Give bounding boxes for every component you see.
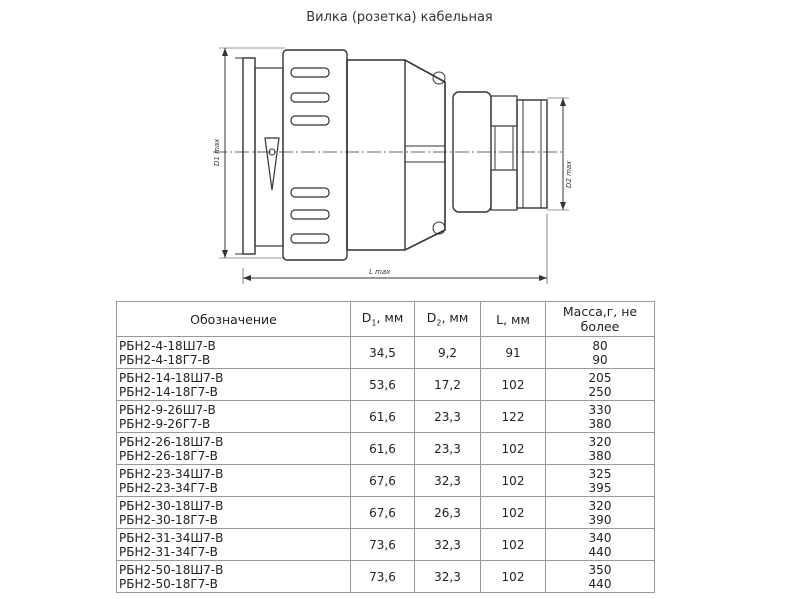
- d2-cell: 9,2: [414, 336, 481, 369]
- d2-cell: 32,3: [414, 528, 481, 561]
- l-cell: 91: [480, 336, 546, 369]
- table-header-row: Обозначение D1, мм D2, мм L, мм Масса,г,…: [116, 301, 655, 337]
- header-d2: D2, мм: [414, 301, 481, 337]
- d2-cell: 23,3: [414, 400, 481, 433]
- spec-table: Обозначение D1, мм D2, мм L, мм Масса,г,…: [116, 301, 655, 593]
- coupling-nut: [282, 49, 348, 261]
- l-cell: 102: [480, 528, 546, 561]
- d1-cell: 73,6: [350, 560, 415, 593]
- d2-cell: 32,3: [414, 560, 481, 593]
- l-cell: 102: [480, 496, 546, 529]
- l-cell: 122: [480, 400, 546, 433]
- flange: [242, 57, 256, 255]
- connector-body: [346, 59, 446, 251]
- header-l: L, мм: [480, 301, 546, 337]
- header-designation: Обозначение: [116, 301, 351, 337]
- d1-cell: 61,6: [350, 432, 415, 465]
- l-cell: 102: [480, 464, 546, 497]
- d1-cell: 34,5: [350, 336, 415, 369]
- d2-cell: 32,3: [414, 464, 481, 497]
- page-title: Вилка (розетка) кабельная: [306, 10, 493, 25]
- l-cell: 102: [480, 368, 546, 401]
- d2-cell: 26,3: [414, 496, 481, 529]
- l-label: L max: [369, 268, 391, 276]
- d1-cell: 67,6: [350, 496, 415, 529]
- d2-cell: 23,3: [414, 432, 481, 465]
- header-mass: Масса,г, не более: [545, 301, 655, 337]
- d2-cell: 17,2: [414, 368, 481, 401]
- d1-cell: 53,6: [350, 368, 415, 401]
- header-d1: D1, мм: [350, 301, 415, 337]
- l-cell: 102: [480, 560, 546, 593]
- d1-cell: 67,6: [350, 464, 415, 497]
- d1-cell: 61,6: [350, 400, 415, 433]
- d1-label: D1 max: [213, 138, 221, 166]
- connector-drawing: D1 max D2 max L max: [213, 47, 573, 284]
- d2-label: D2 max: [565, 160, 573, 188]
- l-cell: 102: [480, 432, 546, 465]
- d1-cell: 73,6: [350, 528, 415, 561]
